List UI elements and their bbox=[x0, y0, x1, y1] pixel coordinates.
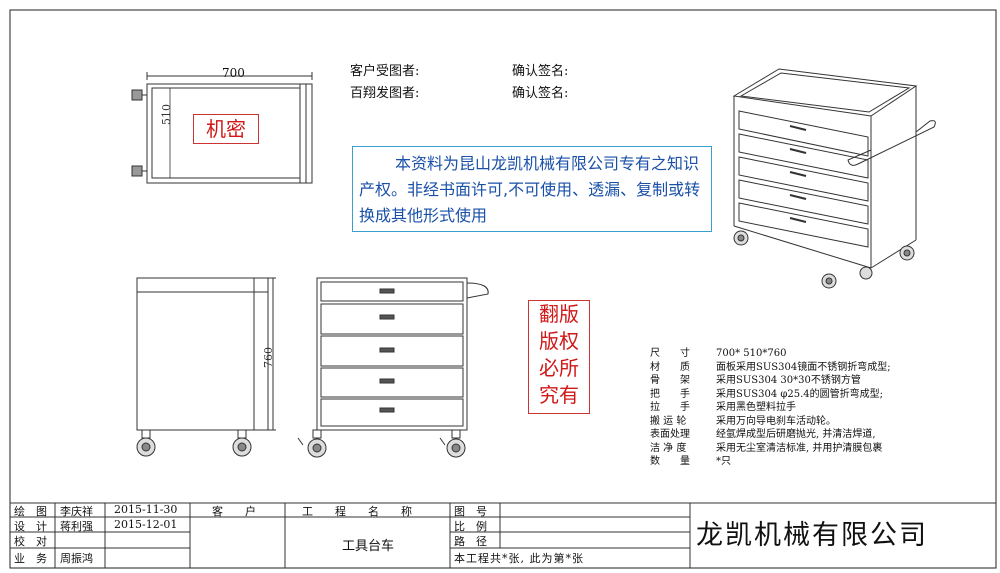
copyright-stamp-line: 必所 bbox=[539, 356, 579, 380]
copyright-stamp-line: 究有 bbox=[539, 383, 579, 407]
spec-row: 拉 手 采用黑色塑料拉手 bbox=[650, 401, 891, 415]
tb-path-label: 路 径 bbox=[454, 535, 487, 548]
drawing-border bbox=[9, 9, 997, 569]
tb-sales-label: 业 务 bbox=[14, 552, 47, 565]
tb-scale-label: 比 例 bbox=[454, 520, 487, 533]
side-view bbox=[136, 277, 276, 457]
spec-row: 搬 运 轮 采用万向导电刹车活动轮。 bbox=[650, 415, 891, 429]
spec-key: 骨 架 bbox=[650, 375, 690, 386]
title-block-grid bbox=[10, 502, 996, 568]
spec-key: 洁 净 度 bbox=[650, 442, 687, 454]
copyright-stamp: 翻版 版权 必所 究有 bbox=[528, 300, 590, 414]
spec-key: 材 质 bbox=[650, 361, 690, 373]
tb-check-label: 校 对 bbox=[14, 535, 47, 548]
spec-row: 表面处理 经氩焊成型后研磨抛光, 并清洁焊道, bbox=[650, 428, 891, 442]
confidential-stamp-text: 机密 bbox=[206, 117, 246, 141]
tb-design-date: 2015-12-01 bbox=[114, 518, 178, 531]
tb-design-label: 设 计 bbox=[14, 520, 47, 533]
ip-notice-text: 本资料为昆山龙凯机械有限公司专有之知识产权。非经书面许可,不可使用、透漏、复制或… bbox=[359, 154, 701, 225]
tb-design-name: 蒋利强 bbox=[60, 520, 93, 533]
spec-row: 材 质 面板采用SUS304镜面不锈钢折弯成型; bbox=[650, 361, 891, 375]
width-dimension: 700 bbox=[222, 66, 245, 80]
spec-key: 把 手 bbox=[650, 388, 690, 400]
tb-draw-date: 2015-11-30 bbox=[114, 503, 178, 516]
spec-key: 表面处理 bbox=[650, 429, 690, 440]
spec-value: *只 bbox=[716, 456, 731, 467]
customer-receiver-label: 客户受图者: bbox=[350, 64, 420, 79]
spec-key: 尺 寸 bbox=[650, 348, 690, 359]
spec-row: 数 量 *只 bbox=[650, 455, 891, 469]
tb-sales-name: 周振鸿 bbox=[60, 552, 93, 565]
spec-key: 拉 手 bbox=[650, 402, 690, 413]
spec-key: 数 量 bbox=[650, 456, 690, 467]
spec-value: 采用无尘室清洁标准, 并用护清膜包裹 bbox=[716, 442, 883, 454]
tb-draw-label: 绘 图 bbox=[14, 505, 47, 518]
tb-project-name: 工具台车 bbox=[342, 539, 395, 554]
supplier-confirm-label: 确认签名: bbox=[512, 86, 569, 101]
spec-value: 采用SUS304 φ25.4的圆管折弯成型; bbox=[716, 388, 884, 400]
confidential-stamp: 机密 bbox=[193, 114, 259, 144]
spec-key: 搬 运 轮 bbox=[650, 415, 687, 427]
copyright-stamp-line: 翻版 bbox=[539, 302, 579, 326]
spec-value: 700* 510*760 bbox=[716, 348, 787, 359]
isometric-view bbox=[732, 68, 936, 289]
company-name: 龙凯机械有限公司 bbox=[696, 520, 928, 551]
tb-drawing-no-label: 图 号 bbox=[454, 505, 487, 518]
spec-value: 经氩焊成型后研磨抛光, 并清洁焊道, bbox=[716, 429, 876, 440]
tb-project-header: 工 程 名 称 bbox=[302, 505, 412, 518]
spec-row: 尺 寸 700* 510*760 bbox=[650, 347, 891, 361]
tb-sheet-info: 本工程共*张, 此为第*张 bbox=[454, 552, 584, 565]
top-view bbox=[131, 72, 313, 184]
supplier-sender-label: 百翔发图者: bbox=[350, 86, 420, 101]
depth-dimension: 510 bbox=[160, 104, 173, 125]
spec-value: 采用万向导电刹车活动轮。 bbox=[716, 415, 836, 427]
ip-notice: 本资料为昆山龙凯机械有限公司专有之知识产权。非经书面许可,不可使用、透漏、复制或… bbox=[352, 146, 712, 232]
spec-row: 把 手 采用SUS304 φ25.4的圆管折弯成型; bbox=[650, 388, 891, 402]
tb-customer-header: 客 户 bbox=[212, 505, 256, 518]
customer-confirm-label: 确认签名: bbox=[512, 64, 569, 79]
height-dimension: 760 bbox=[262, 347, 275, 368]
spec-row: 骨 架 采用SUS304 30*30不锈钢方管 bbox=[650, 374, 891, 388]
front-view bbox=[297, 277, 489, 458]
tb-draw-name: 李庆祥 bbox=[60, 505, 93, 518]
spec-value: 采用黑色塑料拉手 bbox=[716, 402, 796, 413]
spec-value: 采用SUS304 30*30不锈钢方管 bbox=[716, 375, 861, 386]
spec-row: 洁 净 度 采用无尘室清洁标准, 并用护清膜包裹 bbox=[650, 442, 891, 456]
copyright-stamp-line: 版权 bbox=[539, 329, 579, 353]
spec-value: 面板采用SUS304镜面不锈钢折弯成型; bbox=[716, 361, 891, 373]
